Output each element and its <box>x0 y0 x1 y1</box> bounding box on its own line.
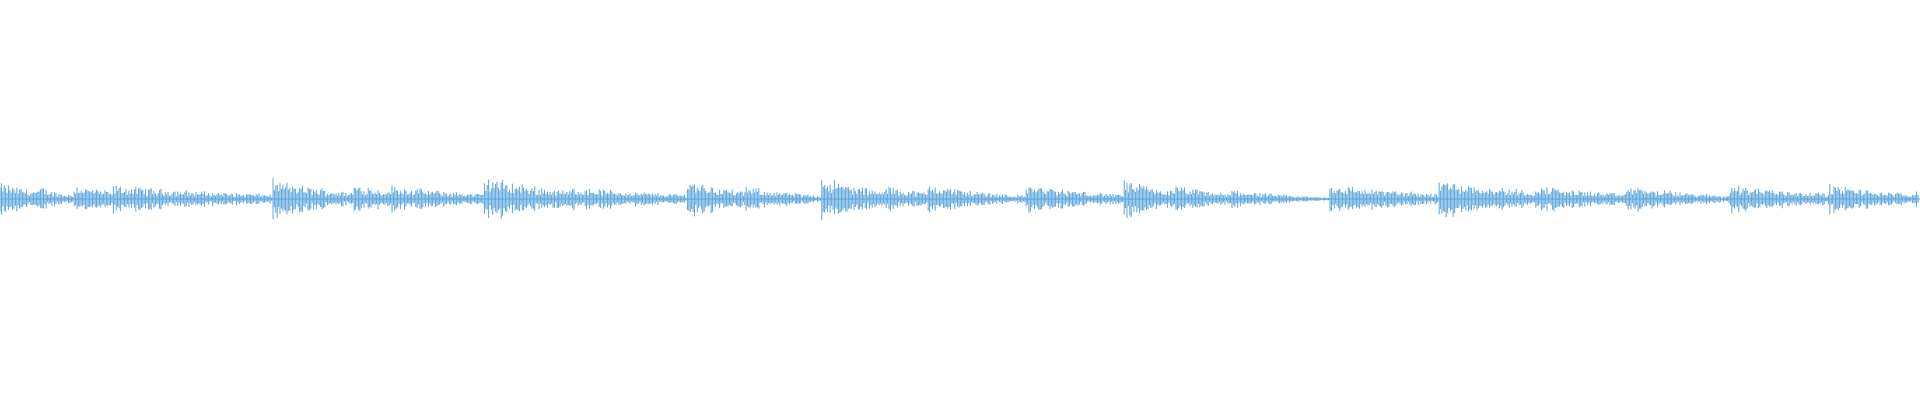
waveform-bars <box>0 178 1920 221</box>
